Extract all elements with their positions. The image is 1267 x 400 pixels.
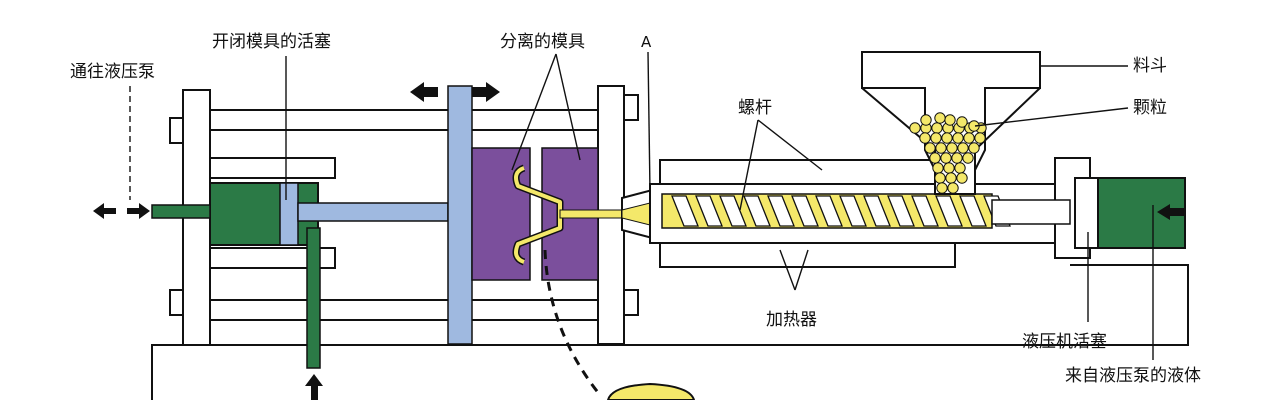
- granule: [940, 152, 952, 164]
- screw-flight: [791, 195, 819, 227]
- label-to-pump: 通往液压泵: [70, 62, 155, 82]
- granule: [947, 182, 959, 194]
- arrow-platen-right-icon: [472, 82, 500, 102]
- moving-platen: [447, 85, 473, 345]
- hydraulic-line-down: [306, 227, 321, 369]
- granule: [951, 152, 963, 164]
- granule: [974, 132, 986, 144]
- arrow-platen-left-icon: [410, 82, 438, 102]
- arrow-left-fluid-icon: [1157, 204, 1184, 220]
- screw-flight: [863, 195, 891, 227]
- label-hopper: 料斗: [1133, 56, 1167, 76]
- granules-pile: [909, 112, 987, 194]
- ejection-path: [543, 249, 602, 396]
- screw-flight: [671, 195, 699, 227]
- tie-rod-top: [209, 109, 601, 131]
- screw-flight: [887, 195, 915, 227]
- granule: [968, 142, 980, 154]
- granule: [954, 162, 966, 174]
- screw-flight: [695, 195, 723, 227]
- granule: [934, 172, 946, 184]
- granule: [934, 112, 946, 124]
- piston-rod: [297, 202, 449, 222]
- granule: [952, 132, 964, 144]
- granule: [956, 116, 968, 128]
- heater-band-top: [659, 159, 956, 185]
- label-screw: 螺杆: [738, 98, 772, 118]
- heater-band-bottom: [659, 242, 956, 268]
- left-frame-cap-bottom: [169, 289, 184, 316]
- arrow-up-fluid-icon: [305, 374, 323, 400]
- ejected-part: [606, 382, 696, 400]
- left-frame-cap-top: [169, 117, 184, 144]
- label-hydraulic-piston: 液压机活塞: [1022, 332, 1107, 352]
- screw-shaft-right: [991, 199, 1071, 225]
- granule: [946, 142, 958, 154]
- granule: [941, 132, 953, 144]
- machine-base: [151, 264, 1189, 400]
- screw-flight: [935, 195, 963, 227]
- granule: [944, 114, 956, 126]
- granule: [943, 162, 955, 174]
- granule: [963, 132, 975, 144]
- granule: [919, 132, 931, 144]
- granule: [930, 132, 942, 144]
- arrow-left-pump-icon: [93, 203, 150, 219]
- tie-rod-bottom: [209, 299, 601, 321]
- screw-flight: [959, 195, 987, 227]
- label-marker-a: A: [641, 33, 652, 51]
- screw-flight: [719, 195, 747, 227]
- granule: [957, 142, 969, 154]
- granule: [956, 172, 968, 184]
- label-granules: 颗粒: [1133, 98, 1167, 118]
- piston-head: [279, 182, 299, 246]
- tie-rod-mid-bottom: [209, 247, 336, 269]
- hydraulic-line-left: [151, 204, 211, 219]
- granule: [945, 172, 957, 184]
- label-fluid-from-pump: 来自液压泵的液体: [1065, 366, 1201, 386]
- granule: [936, 182, 948, 194]
- screw-flight: [839, 195, 867, 227]
- granule: [909, 122, 921, 134]
- granule: [931, 122, 943, 134]
- screw-flight: [815, 195, 843, 227]
- label-heater: 加热器: [766, 310, 817, 330]
- screw-flight: [767, 195, 795, 227]
- sprue: [559, 209, 623, 219]
- granule: [920, 114, 932, 126]
- screw-flight: [911, 195, 939, 227]
- tie-rod-mid-top: [209, 157, 336, 179]
- granule: [935, 142, 947, 154]
- granule: [932, 162, 944, 174]
- granule: [929, 152, 941, 164]
- screw-flight: [743, 195, 771, 227]
- label-separated-mold: 分离的模具: [500, 32, 585, 52]
- fixed-platen-cap-bottom: [623, 289, 639, 316]
- fixed-platen-cap-top: [623, 94, 639, 121]
- granule: [924, 142, 936, 154]
- label-piston-open-close: 开闭模具的活塞: [212, 32, 331, 52]
- leader-lines: [129, 51, 1154, 360]
- granule: [962, 152, 974, 164]
